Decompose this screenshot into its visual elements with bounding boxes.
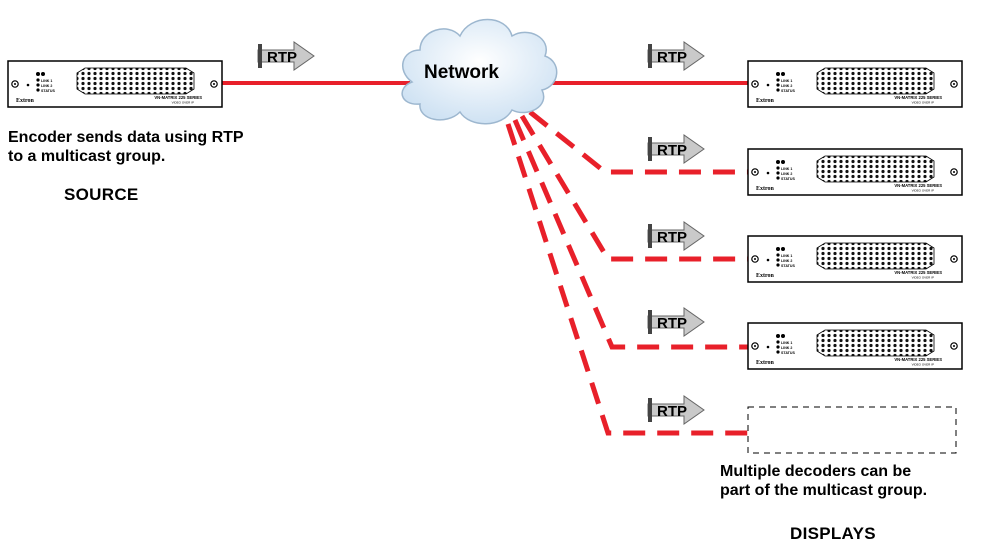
rtp-arrow: RTP <box>647 41 705 71</box>
displays-caption-line-2: part of the multicast group. <box>720 482 928 499</box>
led-icon <box>776 176 780 180</box>
decoder-2-link-line <box>528 110 748 175</box>
led-icon <box>781 72 785 76</box>
rtp-label: RTP <box>267 49 297 66</box>
displays-caption: Multiple decoders can be part of the mul… <box>720 462 927 500</box>
brand-label: Extron <box>756 360 775 366</box>
future-decoder-placeholder <box>747 406 957 454</box>
rtp-label: RTP <box>657 315 687 332</box>
led-icon <box>36 88 40 92</box>
led-icon <box>776 88 780 92</box>
led-icon <box>41 72 45 76</box>
led-icon <box>776 345 780 349</box>
led-icon <box>781 160 785 164</box>
model-label: VN-MATRIX 225 SERIES <box>894 183 942 188</box>
rtp-label: RTP <box>657 229 687 246</box>
led-icon <box>776 258 780 262</box>
sub-model-label: VIDEO OVER IP <box>912 276 934 280</box>
led-icon <box>776 334 780 338</box>
rtp-arrow: RTP <box>647 307 705 337</box>
led-icon <box>36 83 40 87</box>
led-icon <box>36 72 40 76</box>
source-heading: SOURCE <box>64 185 139 204</box>
led-label: LINK 2 <box>41 84 52 88</box>
led-icon <box>781 247 785 251</box>
displays-caption-line-1: Multiple decoders can be <box>720 463 912 480</box>
rtp-arrows: RTP RTP RTP RTP RTP RTP <box>257 41 705 425</box>
vent-grille <box>816 155 935 183</box>
led-label: LINK 1 <box>781 79 792 83</box>
network-cloud <box>401 18 558 125</box>
led-icon <box>776 72 780 76</box>
sub-model-label: VIDEO OVER IP <box>172 101 194 105</box>
rtp-arrow: RTP <box>647 221 705 251</box>
led-icon <box>776 247 780 251</box>
led-label: LINK 1 <box>781 341 792 345</box>
brand-label: Extron <box>756 98 775 104</box>
source-caption-line-1: Encoder sends data using RTP <box>8 129 244 146</box>
sub-model-label: VIDEO OVER IP <box>912 101 934 105</box>
led-label: STATUS <box>781 177 795 181</box>
led-icon <box>776 263 780 267</box>
brand-label: Extron <box>756 186 775 192</box>
led-icon <box>776 83 780 87</box>
led-icon <box>776 350 780 354</box>
led-label: LINK 2 <box>781 84 792 88</box>
led-icon <box>776 340 780 344</box>
source-caption: Encoder sends data using RTP to a multic… <box>8 128 244 166</box>
brand-label: Extron <box>756 273 775 279</box>
led-icon <box>776 160 780 164</box>
led-label: STATUS <box>781 351 795 355</box>
led-icon <box>776 166 780 170</box>
led-icon <box>781 334 785 338</box>
vent-grille <box>816 67 935 95</box>
rtp-arrow: RTP <box>257 41 315 71</box>
led-icon <box>776 253 780 257</box>
decoder-5-link-line <box>505 123 748 436</box>
led-label: LINK 1 <box>781 167 792 171</box>
led-label: STATUS <box>781 264 795 268</box>
vent-grille <box>76 67 195 95</box>
decoder-4-link-line <box>512 119 748 350</box>
model-label: VN-MATRIX 225 SERIES <box>154 95 202 100</box>
led-icon <box>776 78 780 82</box>
source-caption-line-2: to a multicast group. <box>8 148 166 165</box>
dashed-links <box>505 110 748 436</box>
led-label: STATUS <box>41 89 55 93</box>
rtp-label: RTP <box>657 49 687 66</box>
network-label: Network <box>424 62 499 83</box>
model-label: VN-MATRIX 225 SERIES <box>894 95 942 100</box>
rtp-arrow: RTP <box>647 134 705 164</box>
led-label: LINK 1 <box>781 254 792 258</box>
led-label: LINK 2 <box>781 259 792 263</box>
model-label: VN-MATRIX 225 SERIES <box>894 270 942 275</box>
rtp-label: RTP <box>657 142 687 159</box>
model-label: VN-MATRIX 225 SERIES <box>894 357 942 362</box>
led-label: STATUS <box>781 89 795 93</box>
rtp-label: RTP <box>657 403 687 420</box>
led-label: LINK 2 <box>781 172 792 176</box>
rtp-arrow: RTP <box>647 395 705 425</box>
led-icon <box>36 78 40 82</box>
brand-label: Extron <box>16 98 35 104</box>
sub-model-label: VIDEO OVER IP <box>912 189 934 193</box>
displays-heading: DISPLAYS <box>790 524 876 543</box>
decoder-3-link-line <box>519 114 748 262</box>
led-icon <box>776 171 780 175</box>
led-label: LINK 2 <box>781 346 792 350</box>
vent-grille <box>816 329 935 357</box>
sub-model-label: VIDEO OVER IP <box>912 363 934 367</box>
vent-grille <box>816 242 935 270</box>
led-label: LINK 1 <box>41 79 52 83</box>
